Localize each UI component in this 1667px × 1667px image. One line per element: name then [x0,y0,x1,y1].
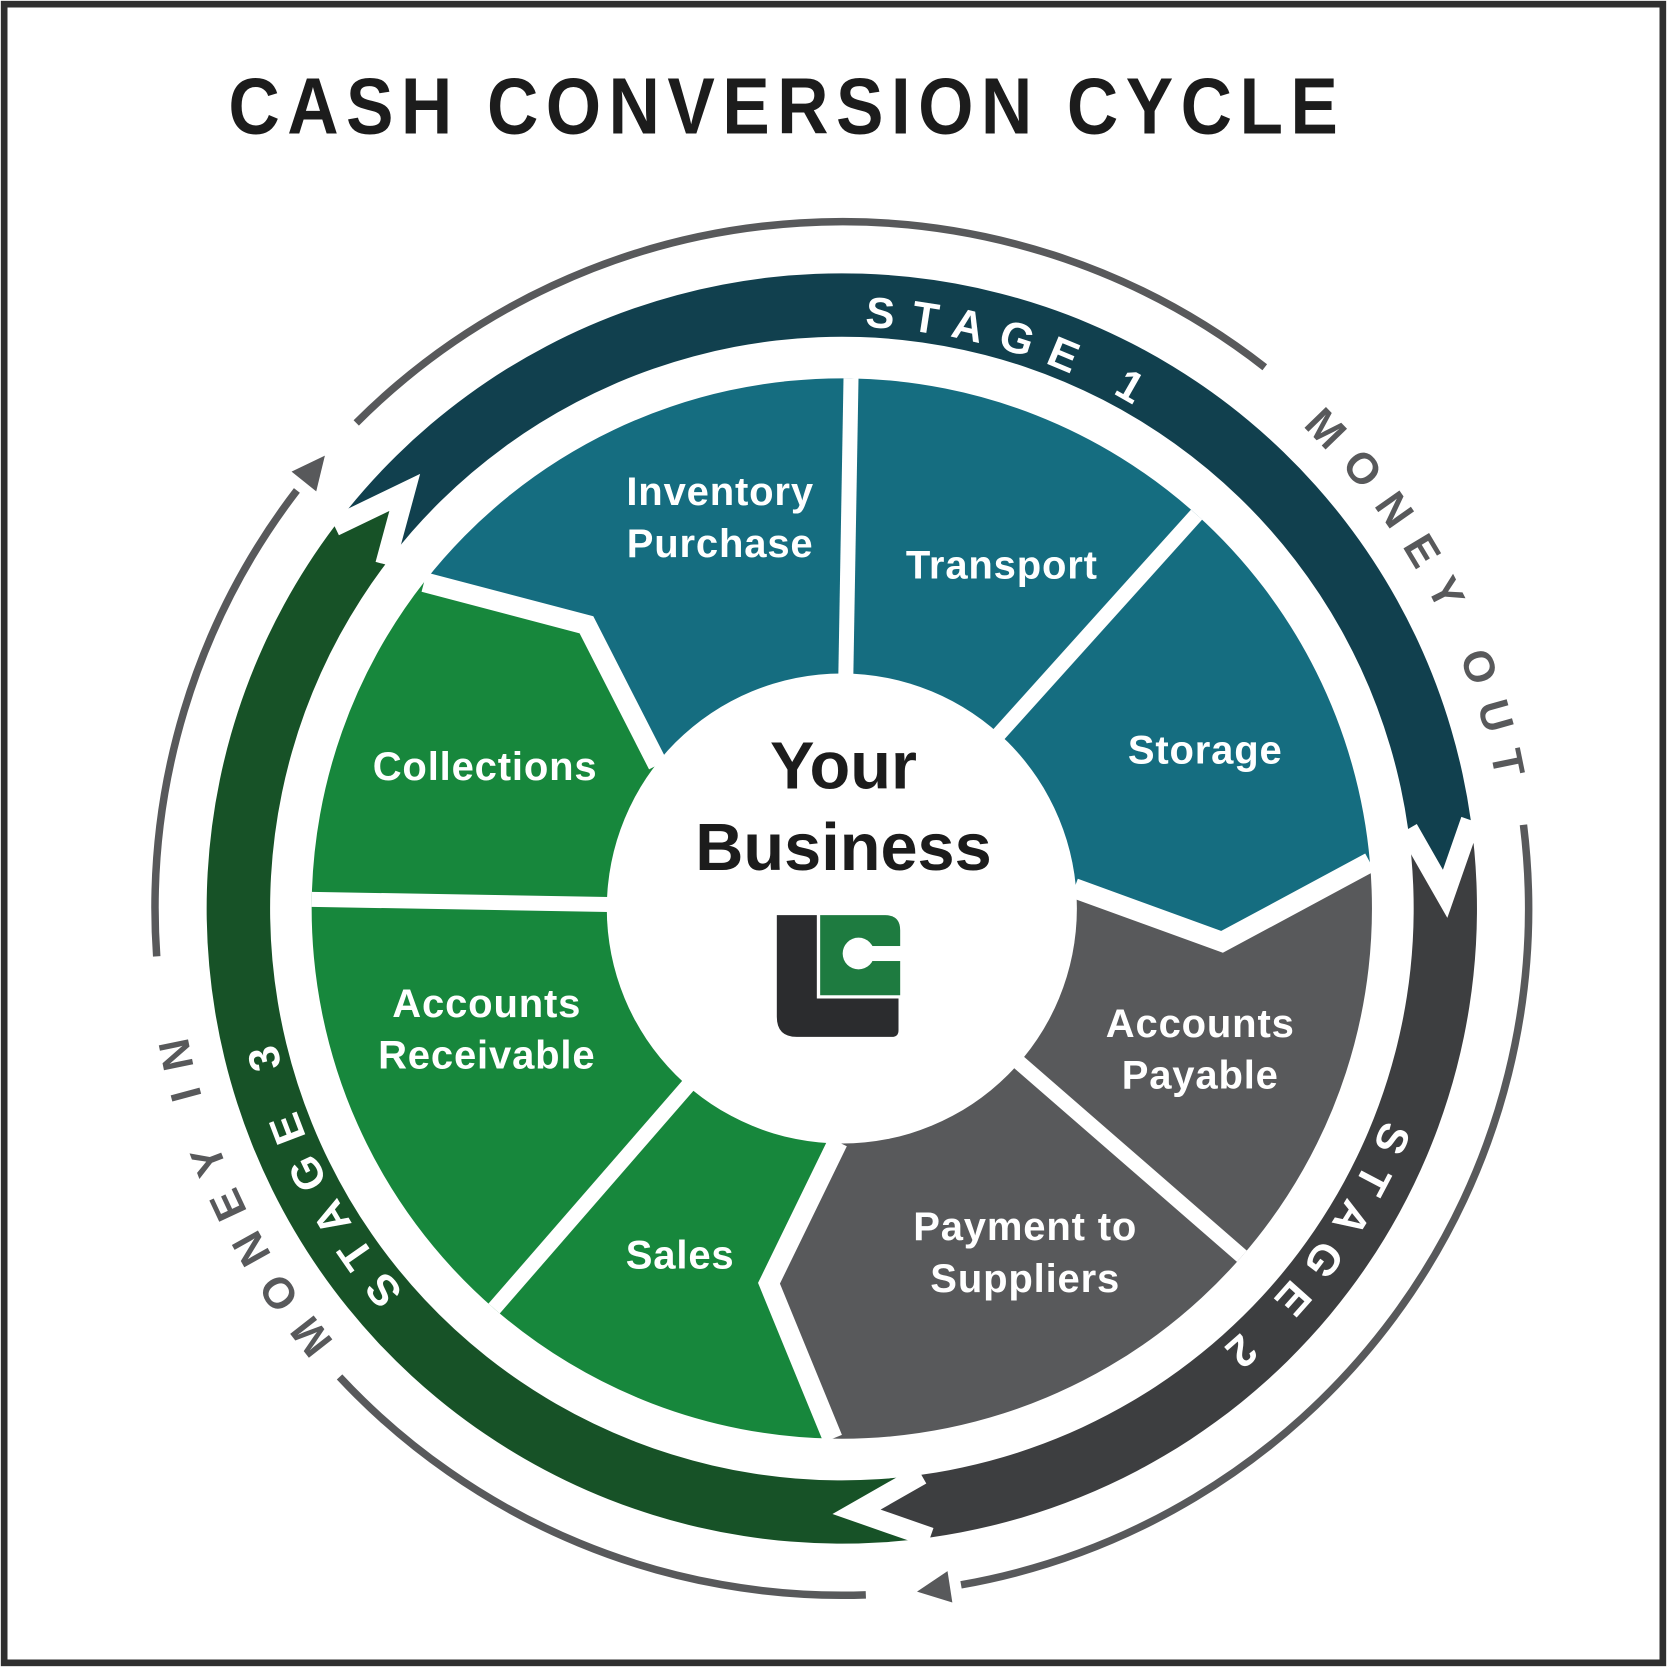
ring-stage-2 [856,820,1477,1538]
wedge-label-sales: Sales [626,1234,735,1278]
arc-right-bottom-arrowhead-icon [917,1571,953,1603]
wedge-divider-collections [421,572,667,770]
wedge-divider-accounts-receivable [311,891,609,913]
ring-divider-stage-2 [832,1466,934,1547]
arc-bottom-left [336,1374,866,1599]
wedge-divider-storage [1070,853,1375,953]
page-title: CASH CONVERSION CYCLE [228,61,1345,150]
wedge-label-collections: Collections [373,745,598,789]
ring-stage-1 [334,273,1471,894]
arc-left-arrowhead-icon [291,455,325,492]
wedge-divider-sales [488,1079,695,1314]
arc-right-bottom [960,824,1533,1589]
wedge-divider-accounts-payable [1013,1055,1247,1262]
wedge-accounts-payable [1018,862,1372,1257]
wedge-accounts-receivable [311,899,689,1309]
center-circle [606,673,1077,1144]
wedge-storage [998,514,1370,942]
arc-left [151,488,300,957]
center-label-line2: Business [695,811,991,885]
wedge-inventory-purchase [424,378,852,765]
logo-slot-cutout [858,946,902,962]
company-logo [776,915,902,1037]
wedge-label-storage: Storage [1128,728,1283,772]
wedge-divider-payment-to-suppliers [758,1137,847,1443]
wedge-transport [845,378,1197,736]
ring-stage-3 [206,492,931,1544]
wedge-collections [311,582,658,905]
arc-top [353,217,1268,426]
ring-divider-stage-3 [330,473,421,568]
logo-l-shape [776,915,899,1037]
ring-divider-stage-1 [1399,816,1481,918]
wedge-divider-inventory-purchase [838,378,859,676]
center-hub: Your Business [606,673,1077,1144]
wedge-label-transport: Transport [906,543,1098,587]
wedge-sales [494,1084,838,1439]
wedge-divider-transport [992,509,1203,741]
center-label-line1: Your [770,729,917,803]
